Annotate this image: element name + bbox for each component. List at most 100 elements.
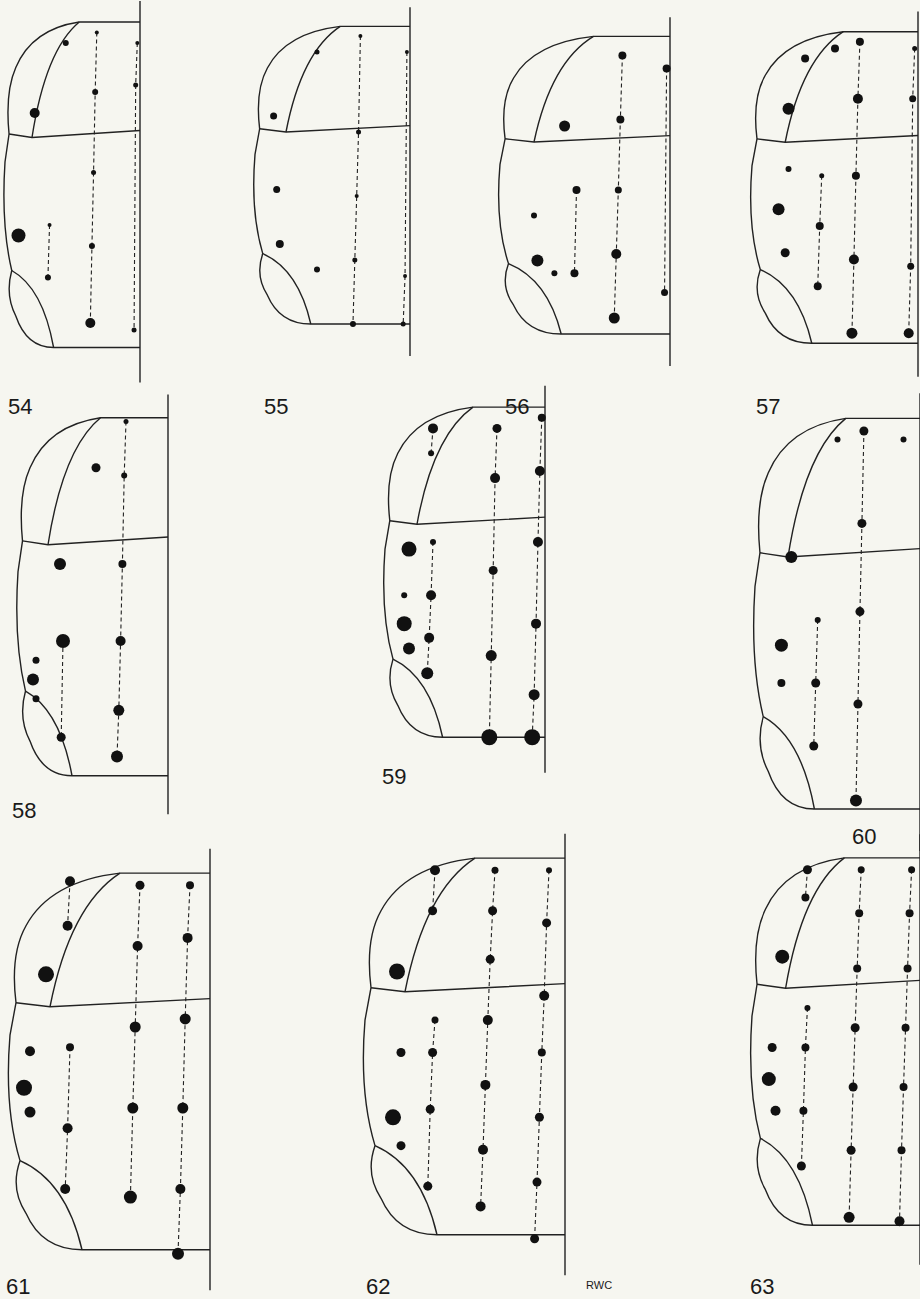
seta-base [531,254,543,266]
seta-base [488,906,497,915]
seta-base [533,537,543,547]
figure-number: 59 [382,766,406,788]
figure-number: 61 [6,1276,30,1298]
seta-base [121,472,127,478]
seta-base [853,700,862,709]
seta-row [614,56,622,318]
figure-number: 54 [8,396,32,418]
seta-base [350,321,356,327]
seta-row [481,870,495,1206]
seta-base [133,941,143,951]
artist-initials: RWC [586,1280,612,1291]
seta-base [175,1184,185,1194]
seta-base [401,322,406,327]
seta-base [661,289,668,296]
seta-base [535,1113,544,1122]
seta-base [904,328,914,338]
thorax-outline [499,17,670,366]
seta-base [486,955,495,964]
seta-base [136,881,145,890]
seta-base [27,674,39,686]
seta-row [134,43,137,330]
seta-base [486,650,497,661]
seta-base [63,40,69,46]
seta-base [116,636,126,646]
figure-number: 58 [12,800,36,822]
seta-base [397,1141,406,1150]
seta-base [781,248,790,257]
seta-base [546,867,552,873]
seta-base [423,1182,432,1191]
seta-base [775,950,789,964]
seta-base [127,1103,138,1114]
seta-row [427,542,433,673]
seta-base [909,95,916,102]
seta-base [352,258,357,263]
seta-base [432,1017,439,1024]
seta-base [430,539,436,545]
thorax-outline [754,393,920,851]
seta-base [906,909,914,917]
seta-base [397,616,412,631]
seta-base [428,450,434,456]
seta-row [856,431,864,801]
seta-base [895,1216,905,1226]
seta-base [531,619,541,629]
seta-base [183,933,193,943]
seta-base [533,1178,542,1187]
thorax-outline [384,386,545,773]
seta-row [852,42,860,333]
seta-base [483,1015,493,1025]
seta-base [901,436,907,442]
seta-base [358,34,362,38]
seta-base [524,729,540,745]
figure-number: 62 [366,1276,390,1298]
seta-row [428,1020,435,1186]
seta-row [574,190,576,273]
seta-base [816,222,824,230]
seta-base [857,519,866,528]
seta-base [124,419,129,424]
seta-base [907,263,914,270]
seta-base [403,643,415,655]
seta-row [61,641,63,737]
seta-row [48,225,50,278]
seta-base [405,50,409,54]
seta-base [570,269,578,277]
seta-base [65,876,75,886]
seta-base [559,121,570,132]
seta-base [25,1107,36,1118]
seta-base [385,1109,401,1125]
seta-base [538,1049,546,1057]
seta-base [276,240,284,248]
seta-base [850,795,862,807]
seta-base [573,186,581,194]
seta-base [30,108,40,118]
seta-base [851,1023,860,1032]
seta-base [66,1043,74,1051]
seta-base [809,742,818,751]
seta-base [775,639,788,652]
seta-base [89,243,95,249]
seta-base [783,103,795,115]
seta-row [353,36,360,324]
seta-base [270,113,277,120]
seta-base [844,1212,855,1223]
seta-base [57,733,66,742]
seta-base [785,551,797,563]
seta-row [818,176,822,287]
seta-base [273,186,280,193]
seta-base [33,657,40,664]
seta-base [853,94,863,104]
seta-base [898,1146,906,1154]
seta-base [489,566,498,575]
seta-base [762,1072,776,1086]
seta-base [814,282,822,290]
seta-base [314,267,320,273]
seta-base [815,617,821,623]
seta-base [551,270,557,276]
seta-base [130,1022,141,1033]
seta-row [433,870,435,911]
figure-number: 57 [756,396,780,418]
